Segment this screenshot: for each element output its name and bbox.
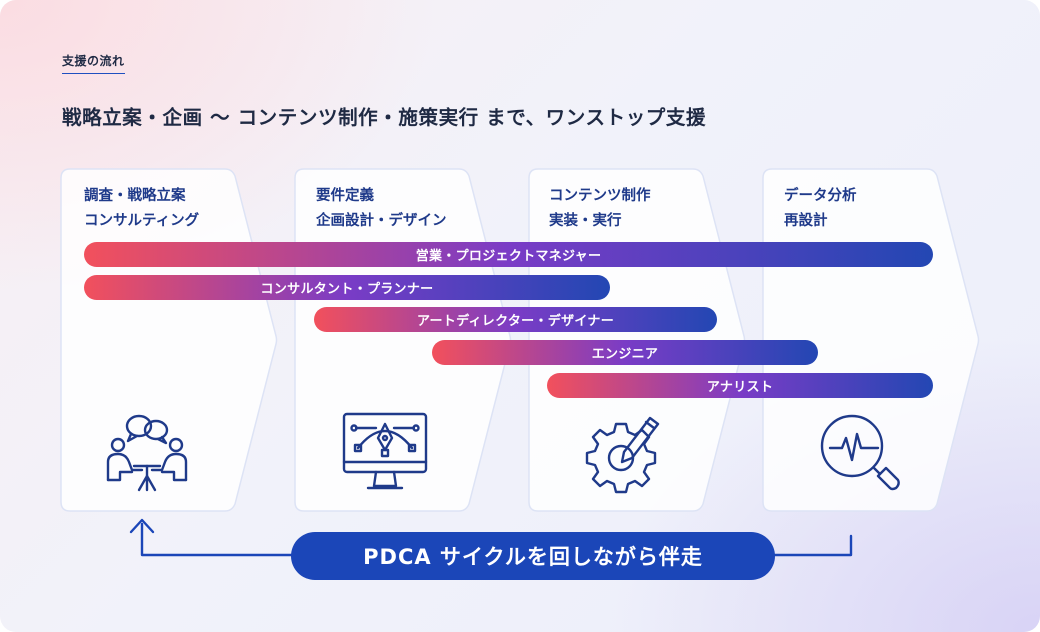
- role-bar-designer: アートディレクター・デザイナー: [314, 307, 717, 332]
- pdca-cycle-label: PDCA サイクルを回しながら伴走: [291, 532, 775, 580]
- page-title: 戦略立案・企画 〜 コンテンツ制作・施策実行 まで、ワンストップ支援: [62, 106, 707, 129]
- stage-1-line2: コンサルティング: [84, 213, 200, 229]
- section-eyebrow: 支援の流れ: [62, 52, 125, 74]
- stage-3-line1: コンテンツ制作: [549, 188, 651, 204]
- role-bar-consultant: コンサルタント・プランナー: [84, 275, 610, 300]
- analytics-magnifier-icon: [820, 414, 900, 491]
- stage-2-title: 要件定義 企画設計・デザイン: [316, 184, 447, 234]
- design-monitor-icon: [342, 412, 428, 490]
- stage-4-line1: データ分析: [784, 188, 857, 204]
- meeting-people-icon: [106, 414, 188, 492]
- stage-3-title: コンテンツ制作 実装・実行: [549, 184, 651, 234]
- gear-pencil-icon: [585, 416, 660, 494]
- role-bar-engineer: エンジニア: [432, 340, 818, 365]
- stage-2-line1: 要件定義: [316, 188, 374, 204]
- stage-1-line1: 調査・戦略立案: [84, 188, 186, 204]
- stage-4-title: データ分析 再設計: [784, 184, 857, 234]
- stage-3-line2: 実装・実行: [549, 213, 622, 229]
- stage-1-title: 調査・戦略立案 コンサルティング: [84, 184, 199, 234]
- role-bar-pm: 営業・プロジェクトマネジャー: [84, 242, 933, 267]
- stage-2-line2: 企画設計・デザイン: [316, 213, 447, 229]
- role-bar-analyst: アナリスト: [547, 373, 933, 398]
- stage-4-line2: 再設計: [784, 213, 828, 229]
